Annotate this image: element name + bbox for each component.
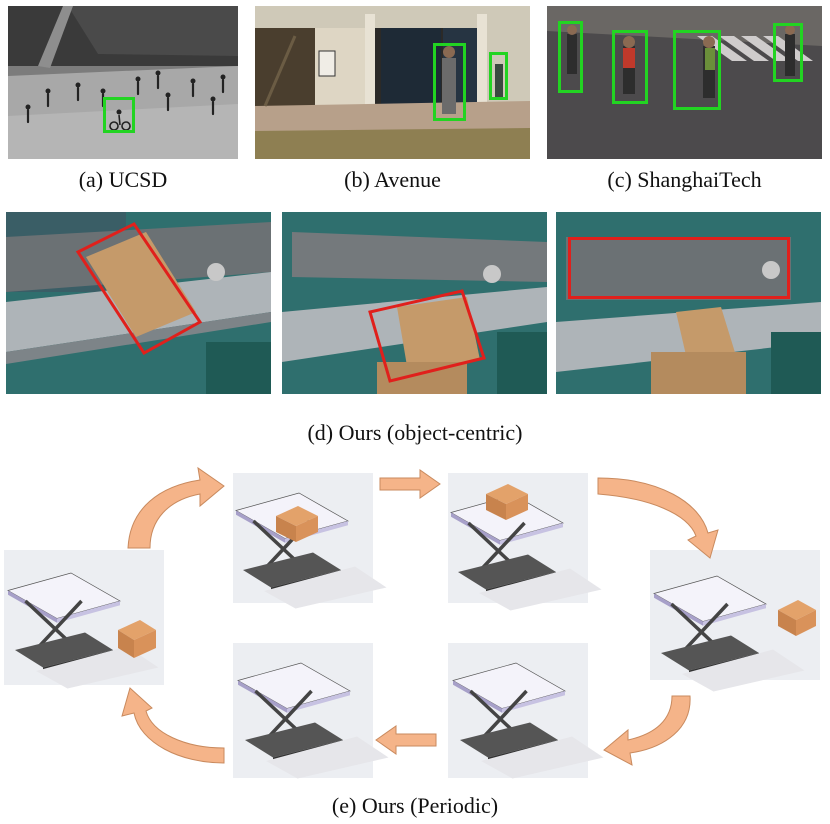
shanghaitech-detection-box-2 — [612, 30, 648, 104]
box-object-1 — [118, 620, 156, 640]
avenue-detection-box-2 — [489, 52, 508, 100]
shanghaitech-detection-box-3 — [673, 30, 721, 110]
shanghaitech-frame — [547, 6, 822, 159]
anomaly-box-3 — [568, 237, 790, 299]
shanghaitech-detection-box-1 — [558, 21, 583, 93]
arrow-curved-up-left — [127, 466, 225, 549]
periodic-cycle-diagram — [4, 466, 820, 781]
object-centric-frame-3 — [556, 212, 821, 394]
arrow-curved-down-left — [603, 695, 691, 766]
ucsd-detection-box — [103, 97, 135, 133]
arrow-curved-down-right — [597, 477, 719, 559]
ucsd-frame — [8, 6, 238, 159]
object-centric-frame-2 — [282, 212, 547, 394]
arrow-curved-up-bottom-left — [121, 687, 225, 764]
caption-periodic: (e) Ours (Periodic) — [331, 793, 499, 818]
object-centric-frame-1 — [6, 212, 271, 394]
caption-ucsd: (a) UCSD — [78, 167, 168, 192]
caption-object-centric: (d) Ours (object-centric) — [307, 420, 523, 445]
avenue-frame — [255, 6, 530, 159]
shanghaitech-detection-box-4 — [773, 23, 803, 82]
anomaly-box-rotated-2 — [368, 289, 486, 383]
anomaly-box-rotated-1 — [75, 222, 203, 355]
arrow-left-bottom — [375, 725, 437, 755]
caption-shanghaitech: (c) ShanghaiTech — [607, 167, 762, 192]
avenue-detection-box-1 — [433, 43, 466, 121]
caption-avenue: (b) Avenue — [344, 167, 441, 192]
arrow-right-top — [379, 469, 441, 499]
